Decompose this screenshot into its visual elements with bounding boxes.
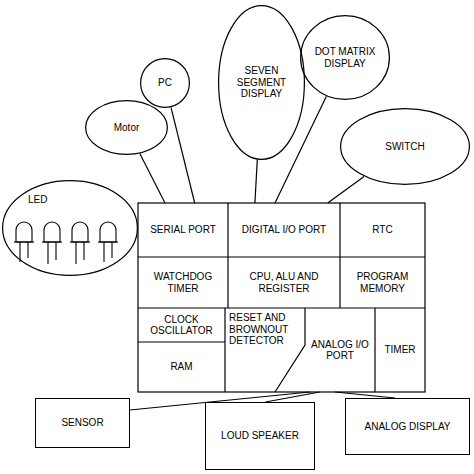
node-label: PC xyxy=(158,77,172,89)
device-ellipse: SWITCH xyxy=(340,108,470,185)
ellipse-shape xyxy=(301,16,390,100)
memory-cell: RAM xyxy=(138,342,225,392)
grid-line xyxy=(138,307,425,308)
device-ellipse: Motor xyxy=(85,100,168,155)
led-symbol xyxy=(98,222,118,262)
connector-line xyxy=(266,392,320,402)
ellipse-shape xyxy=(341,109,470,185)
grid-line xyxy=(138,256,425,257)
ellipse-shape xyxy=(141,59,190,108)
grid-line xyxy=(224,308,225,392)
connector-line xyxy=(328,176,364,203)
cpu-cell: CPU, ALU AND REGISTER xyxy=(228,257,340,308)
module-cell: TIMER xyxy=(375,308,425,392)
grid-line xyxy=(138,341,225,342)
node-label: DIGITAL I/O PORT xyxy=(242,224,326,236)
node-label: SENSOR xyxy=(61,417,103,429)
connector-line xyxy=(171,107,195,203)
led-symbol xyxy=(14,222,34,262)
led-symbol xyxy=(70,222,90,264)
ellipse-shape xyxy=(86,101,168,155)
led-ellipse: LED xyxy=(2,180,138,276)
node-label: PROGRAM MEMORY xyxy=(344,271,421,294)
port-cell: ANALOG I/O PORT xyxy=(305,308,375,392)
grid-line xyxy=(374,308,375,392)
port-cell: SERIAL PORT xyxy=(138,203,228,257)
node-label: LOUD SPEAKER xyxy=(221,430,299,442)
device-ellipse: DOT MATRIX DISPLAY xyxy=(300,15,390,100)
device-ellipse: SEVEN SEGMENT DISPLAY xyxy=(218,5,305,160)
module-cell: RESET AND BROWNOUT DETECTOR xyxy=(225,308,305,348)
node-label: SEVEN SEGMENT DISPLAY xyxy=(229,65,293,100)
module-cell: CLOCK OSCILLATOR xyxy=(138,308,225,342)
node-label: RESET AND BROWNOUT DETECTOR xyxy=(229,312,301,347)
microcontroller-block xyxy=(138,203,425,392)
grid-line xyxy=(227,203,228,308)
grid-line xyxy=(339,203,340,308)
led-symbol xyxy=(42,222,62,264)
module-cell: WATCHDOG TIMER xyxy=(138,257,228,308)
node-label: RAM xyxy=(170,361,192,373)
node-label: CLOCK OSCILLATOR xyxy=(142,314,221,337)
ellipse-shape xyxy=(3,181,138,276)
device-box: ANALOG DISPLAY xyxy=(345,398,470,455)
node-label: Motor xyxy=(114,122,140,134)
ellipse-shape xyxy=(219,6,305,160)
node-label: WATCHDOG TIMER xyxy=(142,271,224,294)
node-label: RTC xyxy=(372,224,392,236)
node-label: LED xyxy=(28,194,47,206)
connector-line xyxy=(255,160,257,203)
module-cell: RTC xyxy=(340,203,425,257)
ellipse-outline xyxy=(2,180,138,276)
board-outline xyxy=(138,203,425,392)
memory-cell: PROGRAM MEMORY xyxy=(340,257,425,308)
node-label: DOT MATRIX DISPLAY xyxy=(312,46,379,69)
port-cell: DIGITAL I/O PORT xyxy=(228,203,340,257)
led-symbols xyxy=(14,222,118,264)
node-label: SWITCH xyxy=(385,141,424,153)
node-label: CPU, ALU AND REGISTER xyxy=(232,271,336,294)
node-label: TIMER xyxy=(384,344,415,356)
device-box: SENSOR xyxy=(35,398,130,448)
node-label: ANALOG DISPLAY xyxy=(365,421,451,433)
device-ellipse: PC xyxy=(140,58,190,108)
node-label: ANALOG I/O PORT xyxy=(309,339,371,362)
device-box: LOUD SPEAKER xyxy=(205,402,315,470)
node-label: SERIAL PORT xyxy=(150,224,216,236)
connector-line xyxy=(140,154,165,203)
